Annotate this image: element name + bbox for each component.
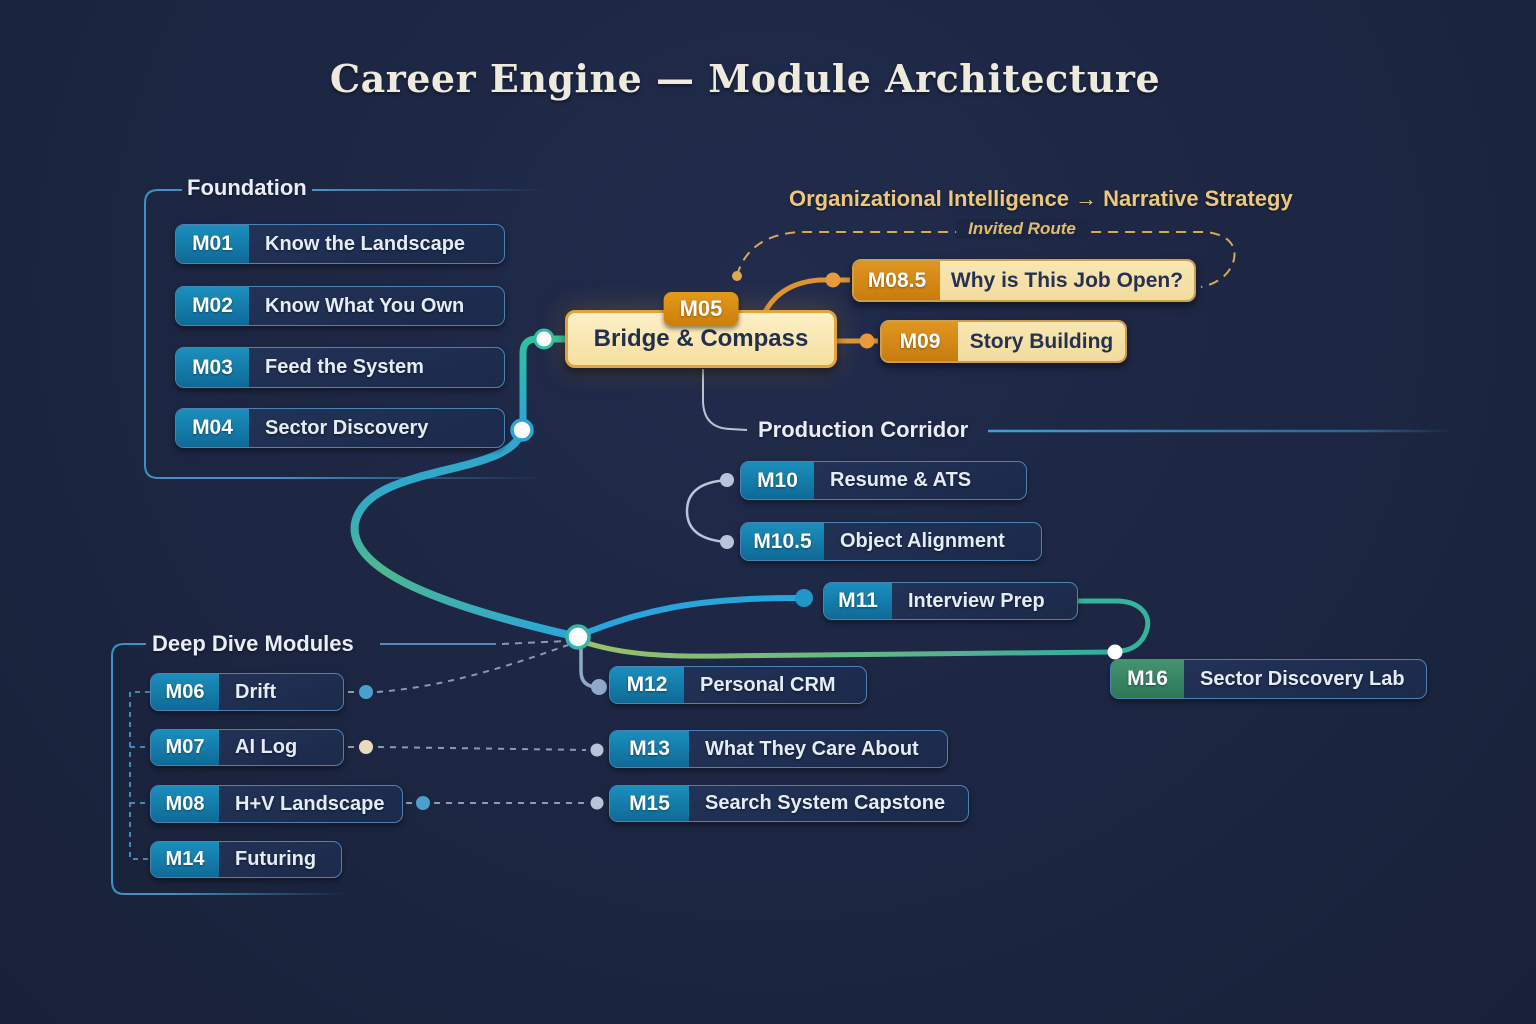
m085-connector-dot: [825, 272, 841, 288]
m05-elbow-line: [519, 335, 565, 430]
foundation-group-label: Foundation: [187, 175, 307, 200]
page-title: Career Engine — Module Architecture: [329, 56, 1161, 101]
module-id-badge: M06: [151, 674, 219, 710]
m105-connector-dot: [720, 535, 734, 549]
module-m11: M11 Interview Prep: [823, 582, 1078, 620]
module-label: Feed the System: [265, 356, 424, 378]
module-m09: M09 Story Building: [880, 320, 1127, 363]
deep-dive-bracket: [111, 643, 170, 895]
module-id-badge: M14: [151, 842, 219, 877]
m15-connector-dot: [590, 796, 604, 810]
module-label: What They Care About: [705, 737, 919, 760]
module-label: Why is This Job Open?: [940, 261, 1194, 300]
m12-connector-dot: [591, 679, 607, 695]
hub-node: [565, 624, 591, 650]
module-id-badge: M02: [176, 287, 249, 325]
module-label: Bridge & Compass: [593, 325, 809, 352]
module-label: Object Alignment: [840, 530, 1005, 552]
m11-to-m16-hook: [1078, 598, 1151, 654]
foundation-bracket: [144, 189, 280, 479]
module-label: Drift: [235, 680, 277, 703]
module-label: Sector Discovery Lab: [1200, 667, 1405, 690]
module-m08: M08 H+V Landscape: [150, 785, 403, 823]
module-m08-5: M08.5 Why is This Job Open?: [852, 259, 1196, 302]
module-id-badge: M10: [741, 462, 814, 499]
module-id-badge: M09: [882, 322, 958, 361]
m06-connector-dot: [359, 685, 373, 699]
module-label: Know the Landscape: [265, 232, 466, 255]
module-id-badge: M08: [151, 786, 219, 822]
deep-dive-inner-bracket: [129, 691, 150, 860]
module-label: Sector Discovery: [265, 416, 429, 439]
module-m03: M03 Feed the System: [175, 347, 505, 388]
module-m02: M02 Know What You Own: [175, 286, 505, 326]
deep-dive-group-label: Deep Dive Modules: [152, 631, 354, 656]
module-m05: M05 Bridge & Compass: [565, 292, 837, 368]
org-route-heading: Organizational Intelligence → Narrative …: [789, 186, 1293, 211]
module-label: Personal CRM: [700, 673, 836, 696]
module-label: Story Building: [958, 322, 1125, 361]
module-m14: M14 Futuring: [150, 841, 342, 878]
m07-connector-dot: [359, 740, 373, 754]
m09-connector-dot: [859, 333, 875, 349]
module-m10-5: M10.5 Object Alignment: [740, 522, 1042, 561]
module-id-badge: M12: [610, 667, 684, 703]
module-id-badge: M01: [176, 225, 249, 263]
module-m01: M01 Know the Landscape: [175, 224, 505, 264]
deep-dive-label-dashes: [501, 640, 567, 645]
m10-bracket: [685, 478, 728, 544]
hub-to-m11-line: [576, 595, 797, 639]
m11-connector-dot: [795, 589, 813, 607]
module-label: Resume & ATS: [830, 469, 972, 491]
m07-dashed-line: [348, 746, 587, 751]
module-m12: M12 Personal CRM: [609, 666, 867, 704]
module-m07: M07 AI Log: [150, 729, 344, 766]
module-id-badge: M16: [1111, 660, 1184, 698]
module-m15: M15 Search System Capstone: [609, 785, 969, 822]
module-m16: M16 Sector Discovery Lab: [1110, 659, 1427, 699]
m16-node: [1107, 644, 1123, 660]
m05-to-m085-line: [761, 277, 850, 316]
module-id-badge: M15: [610, 786, 689, 821]
module-id-badge: M04: [176, 409, 249, 447]
hub-to-m16-line: [580, 638, 1111, 659]
module-id-badge: M08.5: [854, 261, 940, 300]
m06-dashed-line: [348, 644, 569, 693]
module-id-badge: M13: [610, 731, 689, 767]
module-id-badge: M03: [176, 348, 249, 387]
module-id-badge: M10.5: [741, 523, 824, 560]
m08-connector-dot: [416, 796, 430, 810]
module-label: Know What You Own: [265, 294, 465, 317]
m04-node: [510, 418, 534, 442]
module-label: Interview Prep: [908, 589, 1045, 612]
module-id-badge: M05: [663, 292, 739, 326]
module-m13: M13 What They Care About: [609, 730, 948, 768]
module-id-badge: M07: [151, 730, 219, 765]
m10-connector-dot: [720, 473, 734, 487]
module-label: H+V Landscape: [235, 792, 385, 815]
invited-route-start-dot: [732, 271, 742, 281]
m05-node: [533, 328, 555, 350]
main-s-curve: [350, 428, 579, 641]
module-id-badge: M11: [824, 583, 892, 619]
module-label: Futuring: [235, 848, 317, 870]
m05-to-production-line: [702, 369, 748, 431]
m13-connector-dot: [590, 743, 604, 757]
production-group-label: Production Corridor: [758, 417, 969, 442]
module-m06: M06 Drift: [150, 673, 344, 711]
invited-route-label: Invited Route: [956, 219, 1088, 239]
module-label: AI Log: [235, 736, 298, 758]
module-m04: M04 Sector Discovery: [175, 408, 505, 448]
invited-route-dashed-line: [736, 231, 1236, 288]
module-label: Search System Capstone: [705, 792, 946, 814]
module-m10: M10 Resume & ATS: [740, 461, 1027, 500]
